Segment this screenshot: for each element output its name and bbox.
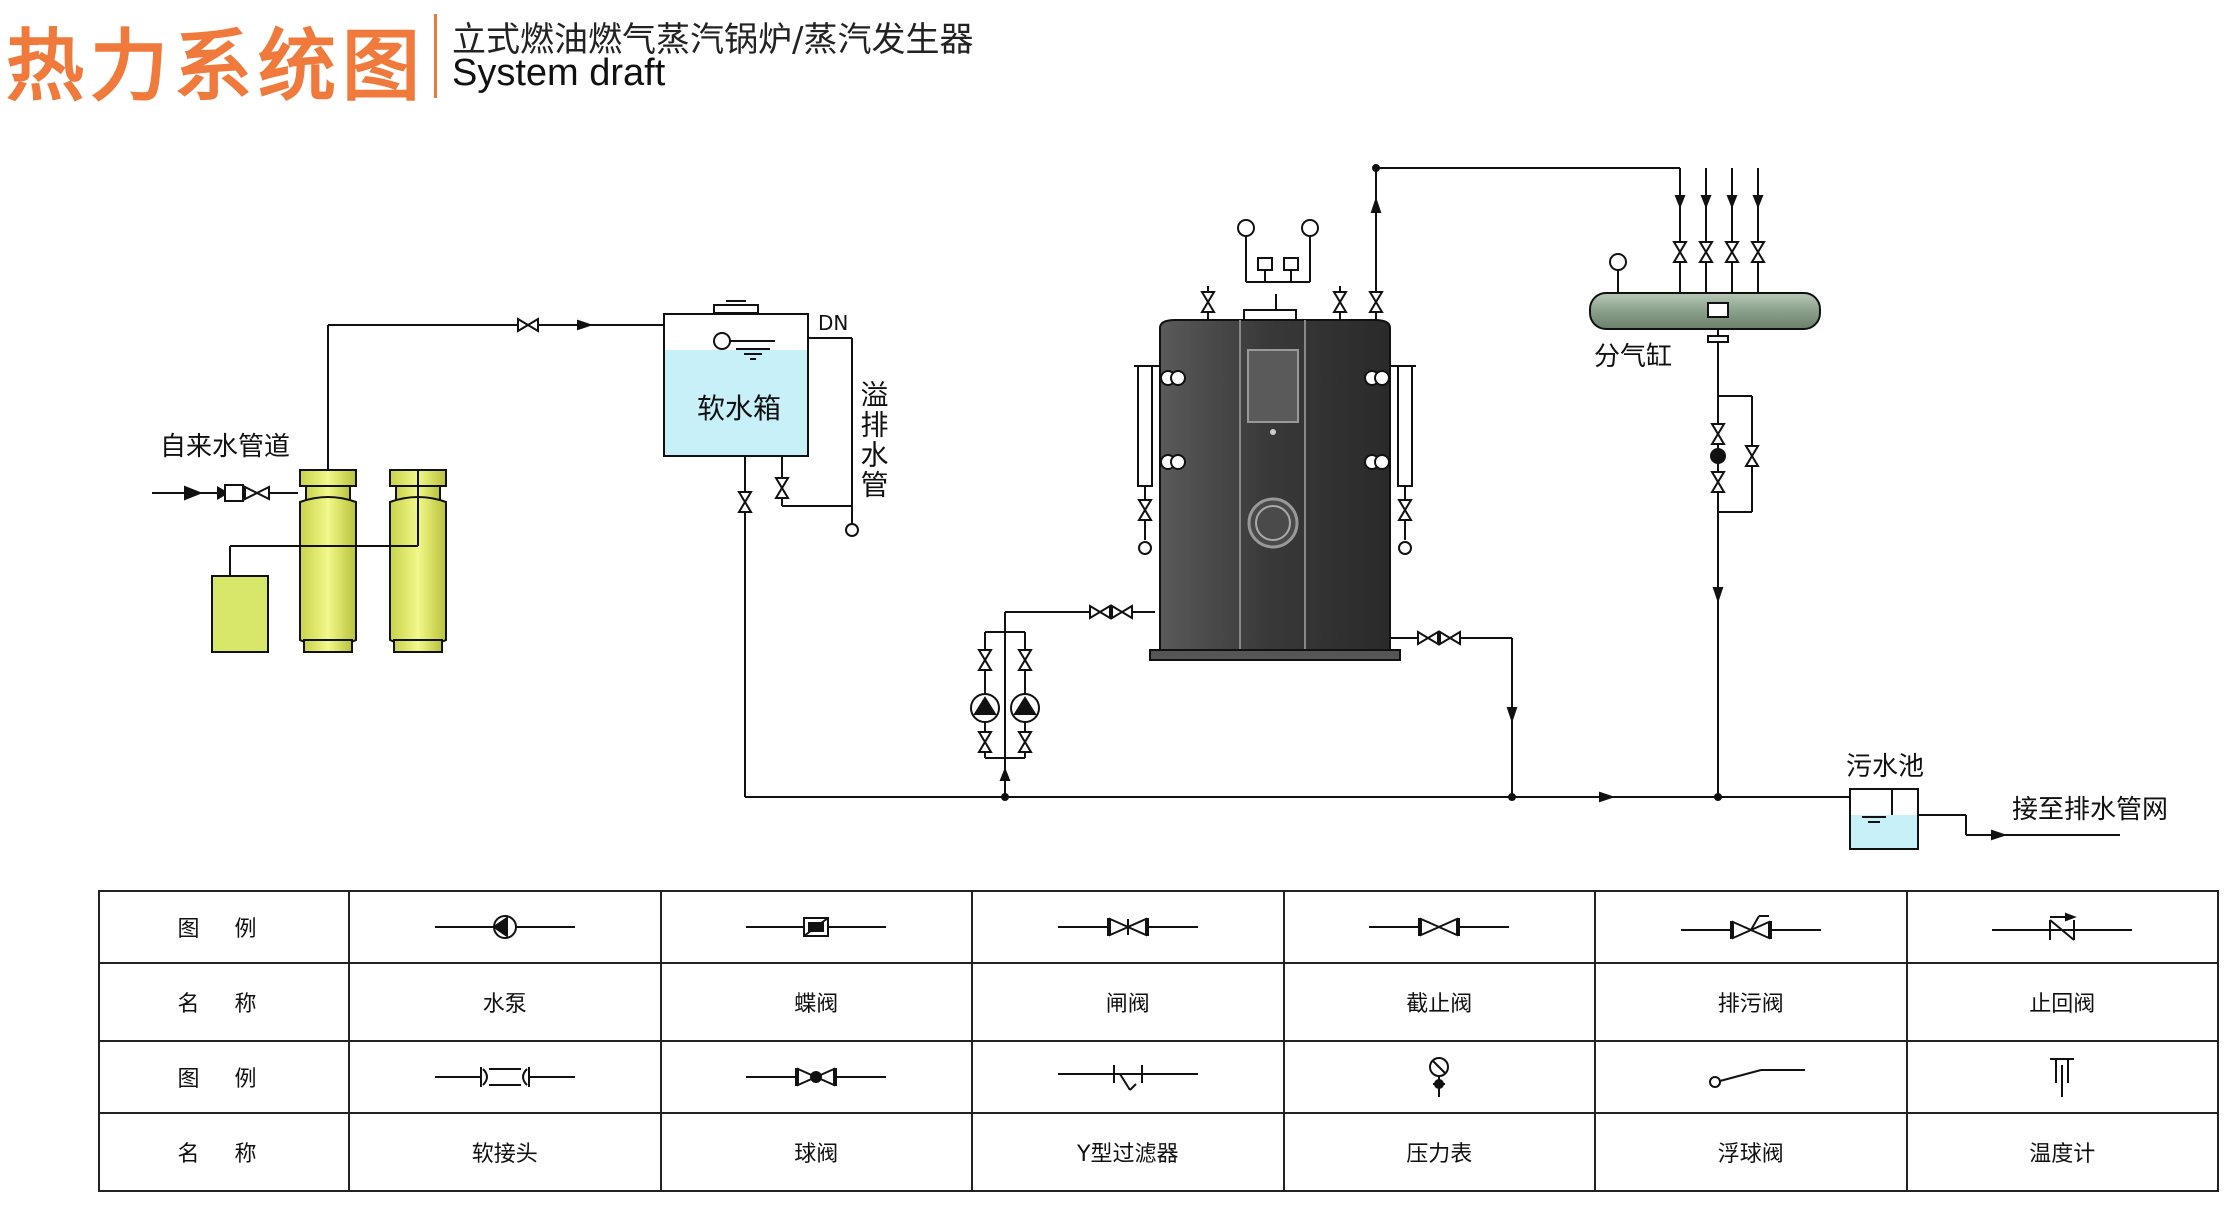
system-diagram: 自来水管道 软水箱 DN 溢排水管 分气缸 污水池 接至排水管网 — [152, 164, 2168, 850]
legend-cell — [348, 1040, 662, 1114]
steam-main — [1376, 167, 1766, 296]
legend-cell — [348, 890, 662, 964]
tap-water-inlet — [152, 484, 298, 502]
feed-line-to-tank — [328, 317, 665, 333]
page-subtitle-cn: 立式燃油燃气蒸汽锅炉/蒸汽发生器 — [452, 20, 974, 60]
legend-name: 球阀 — [659, 1112, 973, 1192]
legend-cell — [1905, 1040, 2219, 1114]
legend-cell — [1282, 890, 1596, 964]
legend-name-row-2: 名 称 软接头 球阀 Y型过滤器 压力表 浮球阀 温度计 — [98, 1112, 2219, 1192]
legend-name: 水泵 — [348, 962, 662, 1042]
feed-pumps — [970, 604, 1155, 797]
legend-cell — [1594, 890, 1908, 964]
legend-symbol-row-1: 图 例 — [98, 890, 2219, 964]
legend-name: 温度计 — [1905, 1112, 2219, 1192]
legend-name: 蝶阀 — [659, 962, 973, 1042]
sewage-pool — [1718, 788, 2120, 850]
legend-name: Y型过滤器 — [971, 1112, 1285, 1192]
page-title: 热力系统图 — [6, 22, 427, 112]
water-softener — [229, 325, 447, 653]
legend-symbol-row-2: 图 例 — [98, 1040, 2219, 1114]
legend-cell — [971, 890, 1285, 964]
check-valve-icon — [1992, 912, 2133, 941]
title-divider — [434, 14, 437, 98]
float-valve-icon — [1708, 1069, 1805, 1088]
label-overflow-drain-pipe: 溢排水管 — [857, 380, 890, 500]
legend-header-name: 名 称 — [98, 962, 350, 1042]
legend-name: 压力表 — [1282, 1112, 1596, 1192]
legend-name: 排污阀 — [1594, 962, 1908, 1042]
legend-name: 软接头 — [348, 1112, 662, 1192]
legend-cell — [659, 1040, 973, 1114]
flexible-joint-icon — [434, 1067, 575, 1087]
legend-cell — [1594, 1040, 1908, 1114]
legend-name: 止回阀 — [1905, 962, 2219, 1042]
label-sewage-pool: 污水池 — [1846, 752, 1924, 782]
brine-tank — [211, 575, 269, 653]
legend-cell — [1282, 1040, 1596, 1114]
label-dn: DN — [818, 311, 848, 335]
steam-header-vessel — [1589, 253, 1821, 797]
butterfly-valve-icon — [746, 917, 887, 937]
legend-header-symbol: 图 例 — [98, 1040, 350, 1114]
gate-valve-icon — [1057, 917, 1198, 937]
soft-water-tank — [663, 300, 859, 797]
legend-cell — [971, 1040, 1285, 1114]
boiler — [1134, 168, 1518, 797]
legend-header-symbol: 图 例 — [98, 890, 350, 964]
pressure-gauge-icon — [1429, 1057, 1450, 1097]
blowdown-valve-icon — [1680, 915, 1821, 940]
legend-name: 截止阀 — [1282, 962, 1596, 1042]
label-to-drain-network: 接至排水管网 — [2012, 795, 2168, 825]
legend-name-row-1: 名 称 水泵 蝶阀 闸阀 截止阀 排污阀 止回阀 — [98, 962, 2219, 1042]
label-soft-water-tank: 软水箱 — [697, 392, 781, 425]
page-subtitle-en: System draft — [452, 52, 666, 94]
legend-header-name: 名 称 — [98, 1112, 350, 1192]
globe-valve-icon — [1369, 917, 1510, 937]
legend-table: 图 例 名 称 水泵 蝶阀 闸阀 截止阀 排污阀 止回阀 图 例 名 称 软接头… — [98, 890, 2219, 1192]
label-tap-water-pipe: 自来水管道 — [160, 432, 290, 462]
legend-cell — [659, 890, 973, 964]
y-strainer-icon — [1057, 1065, 1198, 1091]
thermometer-icon — [2050, 1058, 2075, 1097]
ball-valve-icon — [746, 1067, 887, 1087]
legend-cell — [1905, 890, 2219, 964]
legend-name: 闸阀 — [971, 962, 1285, 1042]
water-pump-icon — [434, 915, 575, 939]
label-steam-header: 分气缸 — [1594, 342, 1672, 372]
legend-name: 浮球阀 — [1594, 1112, 1908, 1192]
